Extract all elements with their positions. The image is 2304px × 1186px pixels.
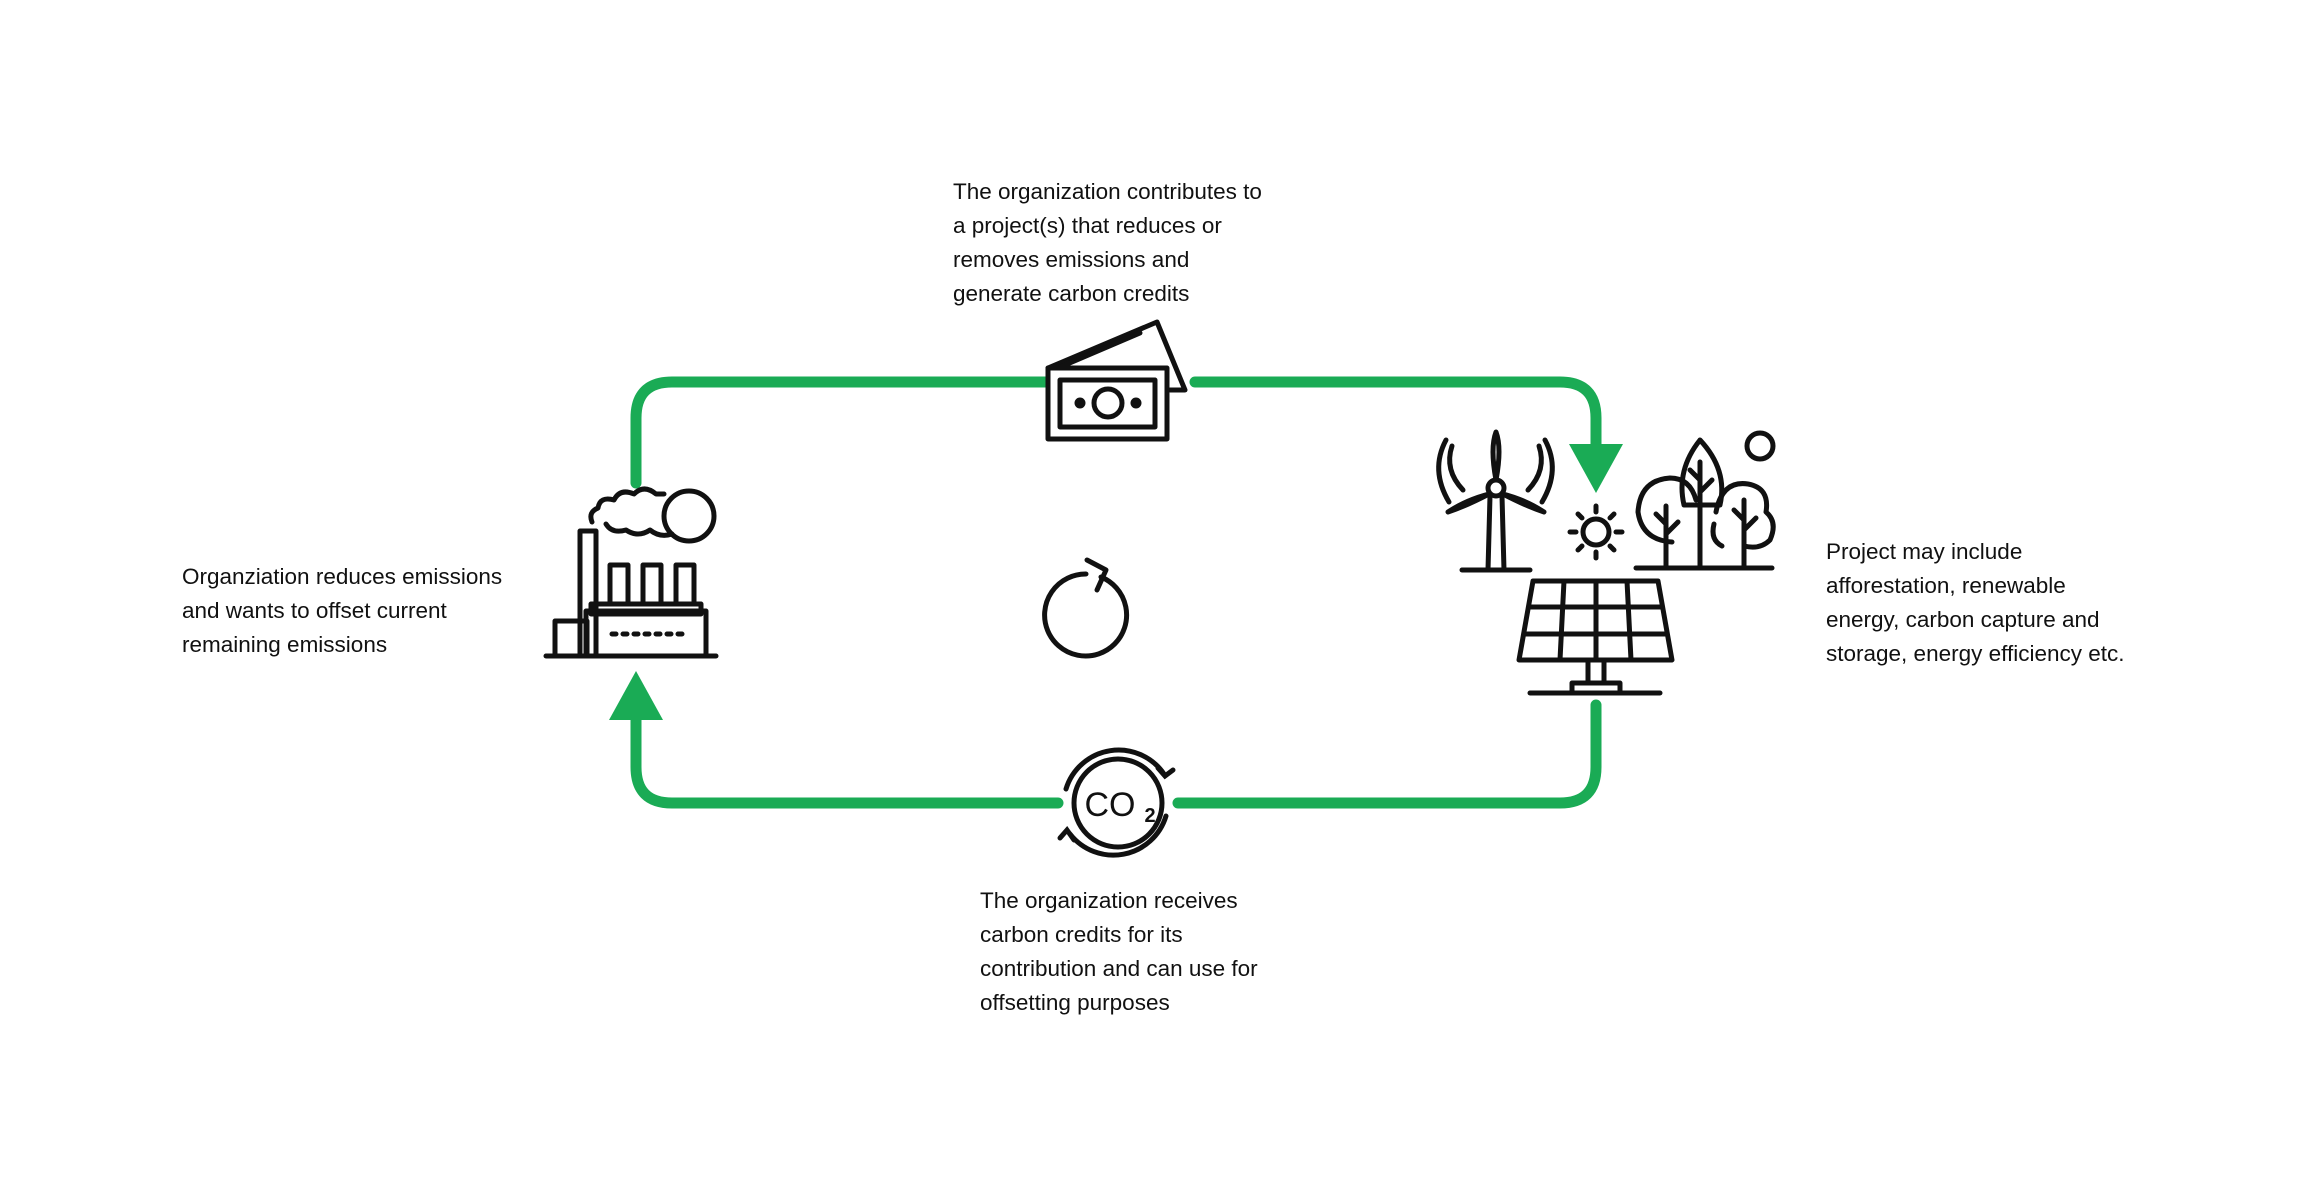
renewable-energy-and-trees-icon xyxy=(1436,429,1776,696)
refresh-cycle-icon xyxy=(1042,557,1130,659)
credits-caption: The organization receives carbon credits… xyxy=(980,884,1258,1020)
cycle-loop xyxy=(630,376,1602,809)
co2-label: CO xyxy=(1085,786,1136,824)
caption-line: The organization receives xyxy=(980,888,1238,913)
contribution-caption: The organization contributes to a projec… xyxy=(953,175,1262,311)
caption-line: The organization contributes to xyxy=(953,179,1262,204)
caption-line: generate carbon credits xyxy=(953,281,1190,306)
project-caption: Project may include afforestation, renew… xyxy=(1826,535,2125,671)
caption-line: carbon credits for its xyxy=(980,922,1183,947)
banknote-icon xyxy=(1045,319,1188,442)
organization-caption: Organziation reduces emissions and wants… xyxy=(182,560,502,662)
loop-segment-top-right xyxy=(1189,376,1602,452)
loop-segment-top-left xyxy=(630,376,1053,489)
caption-line: storage, energy efficiency etc. xyxy=(1826,641,2125,666)
loop-segment-bottom-left xyxy=(630,712,1064,809)
co2-subscript: 2 xyxy=(1144,805,1155,827)
caption-line: a project(s) that reduces or xyxy=(953,213,1222,238)
arrow-up-to-organization xyxy=(609,671,663,720)
caption-line: afforestation, renewable xyxy=(1826,573,2066,598)
co2-credit-icon xyxy=(1057,747,1176,858)
caption-line: Project may include xyxy=(1826,539,2023,564)
caption-line: offsetting purposes xyxy=(980,990,1170,1015)
caption-line: energy, carbon capture and xyxy=(1826,607,2100,632)
caption-line: removes emissions and xyxy=(953,247,1190,272)
caption-line: contribution and can use for xyxy=(980,956,1258,981)
loop-segment-bottom-right xyxy=(1172,699,1602,809)
caption-line: remaining emissions xyxy=(182,632,388,657)
factory-icon xyxy=(543,486,719,659)
arrow-down-to-project xyxy=(1569,444,1623,493)
caption-line: Organziation reduces emissions xyxy=(182,564,503,589)
caption-line: and wants to offset current xyxy=(182,598,447,623)
